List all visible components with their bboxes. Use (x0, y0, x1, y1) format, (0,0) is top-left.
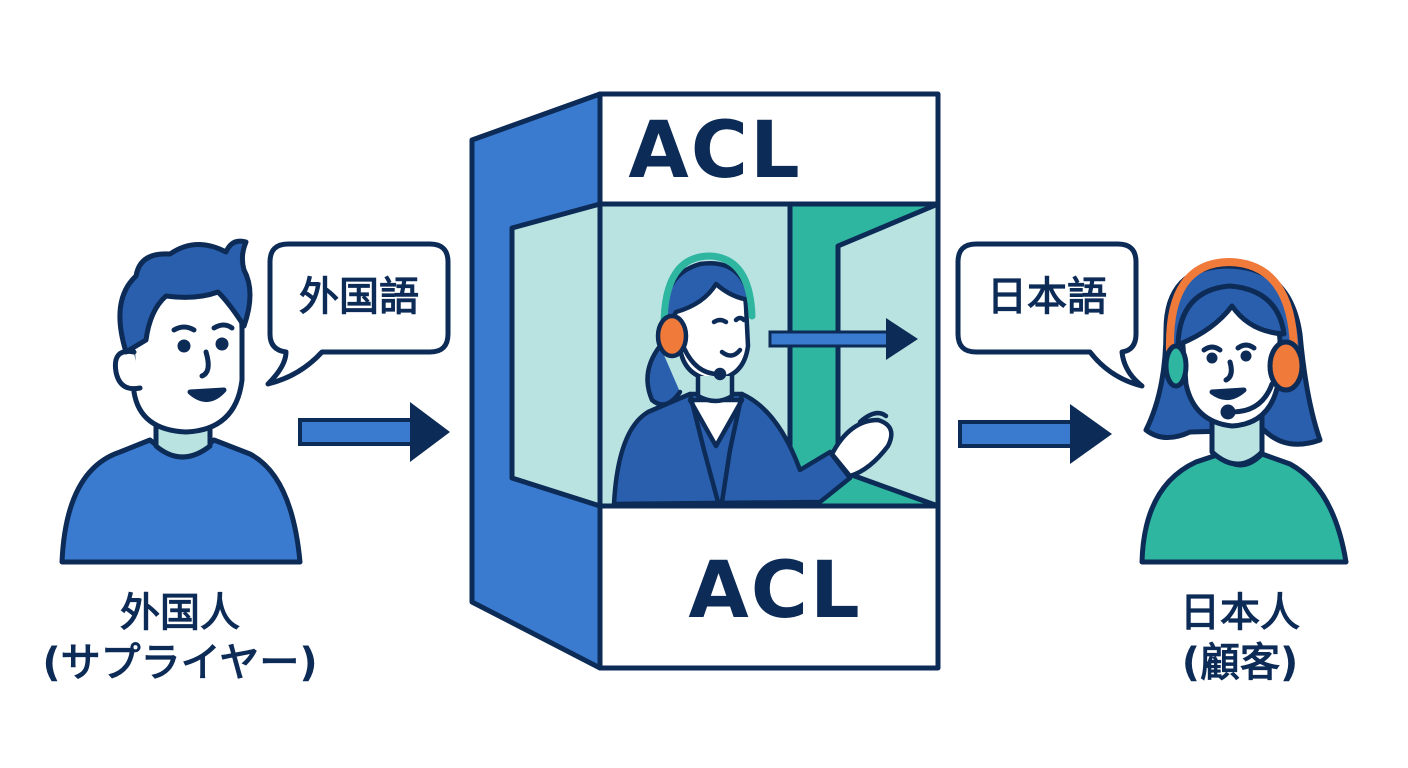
right-person-headset-icon (1267, 339, 1305, 393)
left-speech-bubble (265, 241, 451, 387)
left-person-label-line2: (サプライヤー) (42, 640, 318, 686)
booth-sign-top: ACL (628, 106, 802, 196)
right-person-label: 日本人 (顧客) (1100, 588, 1380, 688)
right-person-label-line2: (顧客) (1181, 640, 1299, 686)
left-person-label: 外国人 (サプライヤー) (20, 588, 340, 688)
right-person-shirt (1139, 451, 1349, 565)
booth-sign-bottom: ACL (688, 546, 862, 636)
left-person (59, 238, 303, 565)
left-person-eye (215, 337, 229, 351)
right-speech-bubble (955, 241, 1145, 389)
right-arrow (958, 404, 1112, 464)
left-arrow (298, 402, 450, 462)
left-speech-text: 外国語 (299, 274, 419, 320)
booth-arrow (768, 318, 918, 360)
right-speech-text: 日本語 (987, 274, 1107, 320)
right-person-label-line1: 日本人 (1180, 590, 1300, 636)
interpreter-headset-icon (655, 313, 689, 359)
left-person-mouth (187, 387, 227, 402)
left-person-eye (177, 339, 191, 353)
right-person (1139, 258, 1349, 565)
left-person-label-line1: 外国人 (120, 590, 240, 636)
interpreter-hand (829, 417, 894, 479)
interpreter (611, 252, 894, 507)
right-person-mouth (1209, 387, 1247, 400)
left-person-hair (117, 238, 253, 355)
